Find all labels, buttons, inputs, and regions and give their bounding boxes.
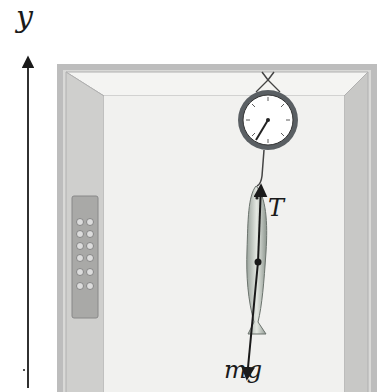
tick	[252, 104, 255, 107]
button	[77, 231, 84, 238]
button	[87, 219, 94, 226]
force-label: mg	[224, 358, 262, 382]
tick	[252, 133, 255, 136]
tension-arrow	[258, 186, 261, 262]
elevator-frame	[57, 64, 377, 392]
axis-label: y	[16, 2, 33, 32]
right-wall	[344, 72, 368, 392]
tick	[281, 133, 284, 136]
tick	[281, 104, 284, 107]
tick	[286, 120, 290, 121]
scale-ticks	[246, 97, 290, 143]
button	[87, 243, 94, 250]
button	[87, 283, 94, 290]
scale-face	[243, 95, 293, 145]
back-wall	[104, 96, 344, 392]
fish	[247, 186, 267, 334]
tick	[246, 120, 250, 121]
button	[77, 269, 84, 276]
elevator-buttons	[77, 219, 94, 290]
scale-needle	[256, 120, 268, 140]
force-label: T	[268, 196, 284, 220]
button	[77, 243, 84, 250]
scale-body	[238, 90, 298, 150]
left-wall	[66, 72, 104, 392]
button-panel	[72, 196, 98, 318]
fish-hook	[257, 150, 264, 186]
tick	[268, 97, 269, 101]
button	[77, 255, 84, 262]
needle-pivot	[266, 118, 270, 122]
tick	[268, 139, 269, 143]
button	[87, 231, 94, 238]
elevator-inner	[63, 70, 371, 392]
scale-hook	[262, 72, 274, 80]
button	[77, 219, 84, 226]
elevator-ceiling	[66, 72, 368, 96]
button	[77, 283, 84, 290]
y-axis	[27, 58, 29, 388]
button	[87, 255, 94, 262]
pencil-mark	[23, 369, 25, 371]
button	[87, 269, 94, 276]
fish-eye	[255, 196, 258, 199]
